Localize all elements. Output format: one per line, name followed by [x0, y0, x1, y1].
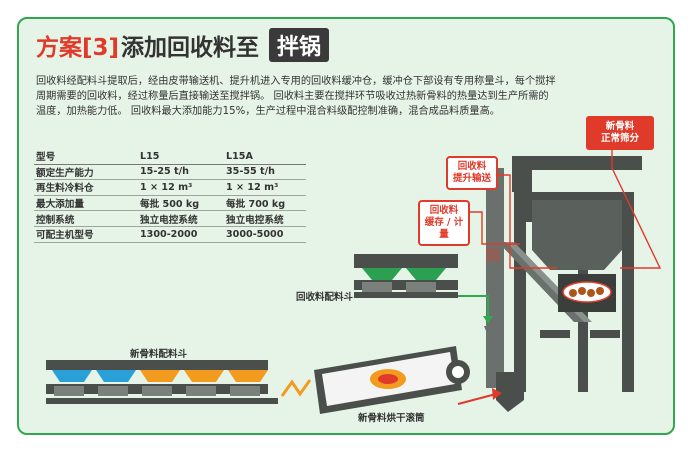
spec-header-cell: L15A — [224, 149, 306, 165]
mixer-bowl — [562, 281, 612, 303]
dryer-flow-arrow — [457, 393, 497, 405]
label-recycled-bins: 回收料配料斗 — [296, 292, 354, 303]
callout-lines — [468, 150, 662, 269]
elevator-inlet — [484, 326, 500, 336]
recycled-flow-arrowhead — [483, 316, 493, 324]
table-row: 最大添加量 每批 500 kg 每批 700 kg — [34, 195, 306, 212]
title-highlight: 拌锅 — [269, 28, 330, 62]
callout-lift: 回收料 提升输送 — [446, 156, 498, 190]
spec-cell: 3000-5000 — [224, 226, 306, 243]
spec-cell: 独立电控系统 — [138, 210, 224, 227]
spec-cell: 1300-2000 — [138, 226, 224, 243]
description-paragraph: 回收料经配料斗提取后，经由皮带输送机、提升机进入专用的回收料缓冲仓，缓冲仓下部设… — [36, 76, 556, 117]
spec-cell: 再生料冷料仓 — [34, 179, 138, 196]
spec-cell: 1 × 12 m³ — [224, 179, 306, 196]
label-new-bins: 新骨料配料斗 — [130, 349, 188, 360]
table-row: 控制系统 独立电控系统 独立电控系统 — [34, 210, 306, 227]
dryer-drum — [314, 346, 470, 414]
spec-cell: 15-25 t/h — [138, 164, 224, 181]
spec-cell: 1 × 12 m³ — [138, 179, 224, 196]
dryer-flow-arrowhead — [492, 388, 502, 400]
table-row: 额定生产能力 15-25 t/h 35-55 t/h — [34, 164, 306, 181]
feed-flow-arrow — [280, 379, 312, 397]
title-text: 添加回收料至 — [121, 35, 260, 61]
spec-cell: 控制系统 — [34, 210, 138, 227]
spec-header-cell: L15 — [138, 149, 224, 165]
buffer-marker — [486, 248, 500, 262]
spec-cell: 独立电控系统 — [224, 210, 306, 227]
page-title: 方案[3] 添加回收料至 拌锅 — [36, 28, 330, 62]
spec-cell: 可配主机型号 — [34, 226, 138, 243]
spec-cell: 35-55 t/h — [224, 164, 306, 181]
discharge-chute — [496, 372, 524, 412]
spec-cell: 每批 500 kg — [138, 195, 224, 212]
callout-buffer: 回收料 缓存 / 计量 — [418, 200, 470, 246]
spec-cell: 最大添加量 — [34, 195, 138, 212]
aggregate-balls — [569, 287, 604, 297]
recycled-bins — [354, 254, 458, 298]
spec-table-header: 型号 L15 L15A — [34, 149, 306, 165]
new-aggregate-bins — [46, 360, 278, 404]
spec-header-cell: 型号 — [34, 149, 138, 165]
spec-cell: 每批 700 kg — [224, 195, 306, 212]
table-row: 可配主机型号 1300-2000 3000-5000 — [34, 226, 306, 243]
label-dryer: 新骨料烘干滚筒 — [358, 413, 425, 424]
title-scheme: 方案[3] — [36, 35, 120, 61]
table-row: 再生料冷料仓 1 × 12 m³ 1 × 12 m³ — [34, 179, 306, 196]
recycled-flow-arrow — [458, 295, 489, 318]
callout-screening: 新骨料 正常筛分 — [586, 116, 654, 150]
spec-cell: 额定生产能力 — [34, 164, 138, 181]
spec-table: 型号 L15 L15A 额定生产能力 15-25 t/h 35-55 t/h 再… — [34, 149, 306, 243]
